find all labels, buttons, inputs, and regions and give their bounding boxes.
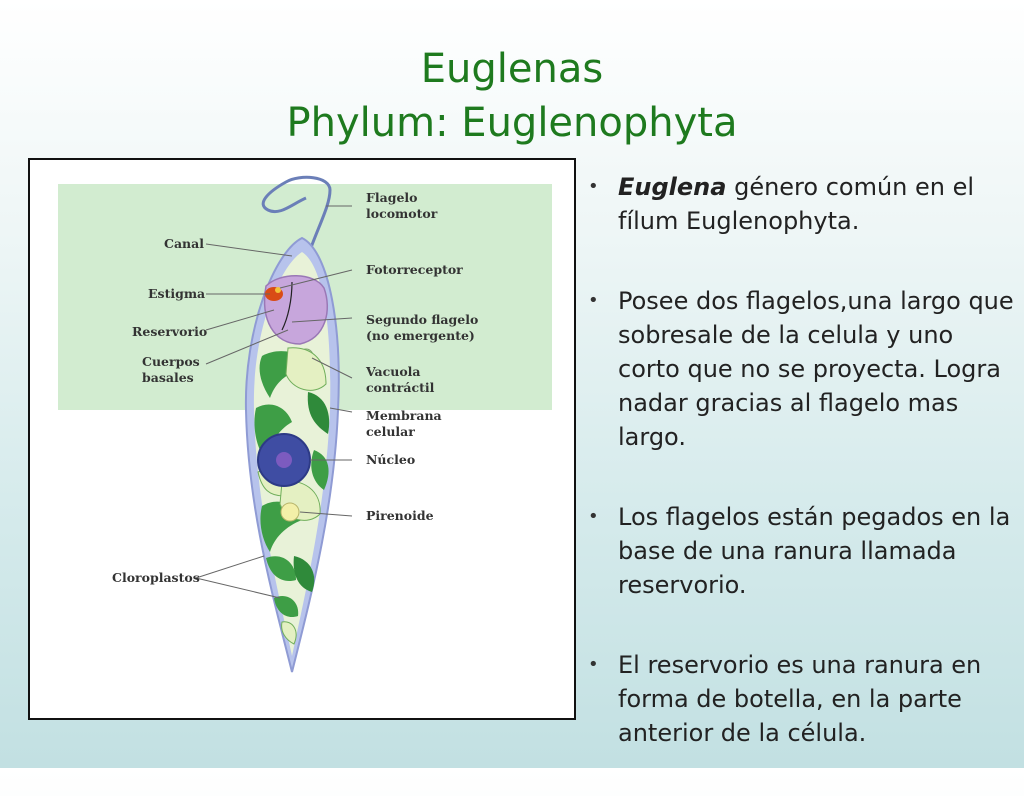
bullet-item-1: • Euglena género común en el fílum Eugle… <box>586 170 1022 238</box>
second-flagellum <box>281 281 293 331</box>
bullet-item-4: • El reservorio es una ranura en forma d… <box>586 648 1022 750</box>
bullet-dot: • <box>588 506 599 527</box>
pyrenoid <box>280 502 300 522</box>
label-pirenoide: Pirenoide <box>366 508 434 523</box>
flagellum-locomotor <box>261 175 332 279</box>
euglena-diagram: Flagelo locomotor Canal Fotorreceptor Es… <box>58 175 552 673</box>
label-vacuola-contractil: Vacuola contráctil <box>365 364 435 395</box>
label-membrana-celular: Membrana celular <box>366 408 446 439</box>
leader-lines <box>195 205 353 599</box>
bullet-dot: • <box>588 290 599 311</box>
slide-title: Euglenas Phylum: Euglenophyta <box>0 42 1024 150</box>
label-fotorreceptor: Fotorreceptor <box>366 262 463 277</box>
bullet-text: género común en el fílum Euglenophyta. <box>618 173 975 235</box>
label-reservorio: Reservorio <box>132 324 207 339</box>
bullet-text: Los flagelos están pegados en la base de… <box>618 503 1011 599</box>
bullet-list: • Euglena género común en el fílum Eugle… <box>586 170 1022 796</box>
bullet-dot: • <box>588 654 599 675</box>
nucleolus <box>276 452 292 468</box>
bullet-text: Posee dos flagelos,una largo que sobresa… <box>618 287 1014 451</box>
bullet-dot: • <box>588 176 599 197</box>
label-cuerpos-basales: Cuerpos basales <box>142 354 204 385</box>
bullet-item-3: • Los flagelos están pegados en la base … <box>586 500 1022 602</box>
label-nucleo: Núcleo <box>366 452 415 467</box>
label-estigma: Estigma <box>148 286 205 301</box>
slide-title-line1: Euglenas <box>420 46 604 92</box>
label-canal: Canal <box>164 236 204 251</box>
photoreceptor <box>275 287 281 293</box>
label-segundo-flagelo: Segundo flagelo (no emergente) <box>366 312 483 343</box>
bullet-text: El reservorio es una ranura en forma de … <box>618 651 982 747</box>
label-flagelo-locomotor: Flagelo locomotor <box>366 190 438 221</box>
slide-title-line2: Phylum: Euglenophyta <box>286 100 738 146</box>
bullet-item-2: • Posee dos flagelos,una largo que sobre… <box>586 284 1022 454</box>
euglena-figure: Flagelo locomotor Canal Fotorreceptor Es… <box>28 158 576 720</box>
bullet-emphasis: Euglena <box>618 173 727 201</box>
label-cloroplastos: Cloroplastos <box>112 570 200 585</box>
